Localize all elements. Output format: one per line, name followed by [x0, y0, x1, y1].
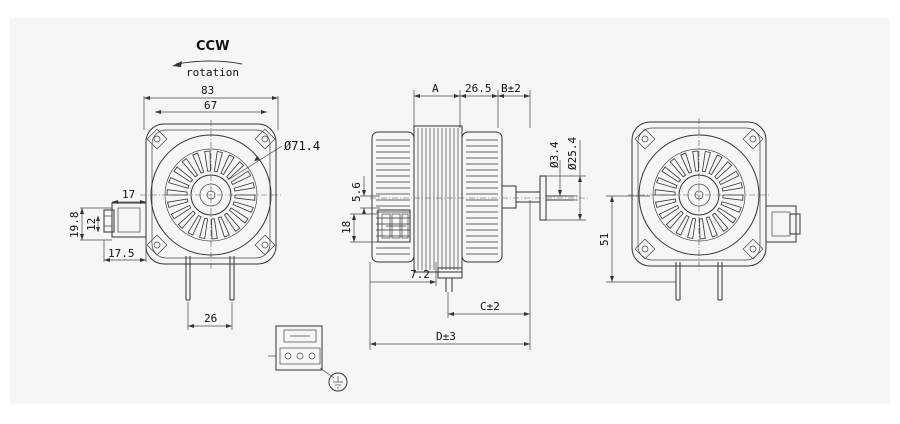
- fin-slot: [226, 161, 245, 180]
- fin-slot: [213, 150, 223, 173]
- side-view: A 26.5 B±2 Ø3.4: [340, 82, 590, 350]
- dim-26-5: 26.5: [465, 82, 492, 95]
- fin-slot: [654, 189, 676, 196]
- rear-mount-holes: [634, 128, 764, 260]
- fin-slot: [166, 189, 188, 196]
- diameter-leader: [227, 145, 283, 181]
- dim-d: D±3: [436, 330, 456, 343]
- front-legs: [185, 256, 235, 301]
- fin-slot: [675, 214, 690, 236]
- front-terminal-block: [103, 202, 147, 238]
- fin-slot: [721, 182, 743, 192]
- dim-7-2: 7.2: [410, 268, 430, 281]
- fin-slot: [665, 210, 684, 229]
- dim-67: 67: [204, 99, 217, 112]
- rear-view: 51: [598, 118, 801, 301]
- fin-slot: [234, 194, 256, 201]
- fin-slot: [680, 152, 693, 174]
- dim-shaft-diameter: Ø3.4: [548, 141, 561, 168]
- fin-slot: [699, 218, 706, 240]
- fin-slot: [661, 166, 682, 183]
- rotation-arrowhead-icon: [172, 61, 182, 67]
- side-rear-fins: [376, 139, 410, 255]
- fin-slot: [656, 177, 678, 189]
- dim-26: 26: [204, 312, 217, 325]
- fin-slot: [192, 152, 205, 174]
- dim-83: 83: [201, 84, 214, 97]
- fin-slot: [692, 150, 699, 172]
- fin-slot: [230, 170, 252, 186]
- fin-slot: [199, 217, 209, 240]
- dim-diameter: Ø71.4: [284, 139, 320, 153]
- fin-slot: [705, 216, 718, 238]
- rotation-label: rotation: [186, 66, 239, 79]
- fin-slot: [720, 201, 742, 213]
- dim-c: C±2: [480, 300, 500, 313]
- fin-slot: [233, 182, 255, 192]
- fin-slot: [223, 212, 241, 233]
- fin-slot: [204, 150, 211, 172]
- side-bearing: [501, 185, 517, 209]
- rear-legs: [675, 262, 723, 301]
- side-front-fins: [466, 139, 498, 255]
- connector-detail: [268, 325, 348, 392]
- fin-slot: [722, 194, 744, 201]
- fin-slot: [708, 154, 723, 176]
- fin-slot: [716, 207, 737, 224]
- side-terminal-block: [377, 209, 411, 243]
- fin-slot: [167, 198, 189, 208]
- dim-hub-diameter: Ø25.4: [566, 137, 579, 170]
- fin-slot: [718, 170, 740, 186]
- fin-slot: [187, 214, 202, 236]
- side-stator-lamination: [417, 128, 459, 270]
- dim-18: 18: [340, 221, 353, 234]
- fin-slot: [217, 216, 230, 238]
- fin-slot: [177, 210, 196, 229]
- fin-slot: [220, 154, 235, 176]
- fin-slot: [181, 157, 199, 178]
- dim-5-6: 5.6: [350, 182, 363, 202]
- fin-slot: [170, 204, 192, 220]
- front-mount-holes: [146, 128, 276, 256]
- fin-slot: [211, 218, 218, 240]
- fin-slot: [711, 212, 729, 233]
- ground-symbol-icon: [328, 372, 348, 392]
- fin-slot: [658, 204, 680, 220]
- dim-17-5: 17.5: [108, 247, 135, 260]
- rotation-direction: CCW: [196, 39, 229, 54]
- side-bottom-terminal: [437, 267, 463, 279]
- dim-a: A: [432, 82, 439, 95]
- dim-19-8: 19.8: [68, 212, 81, 239]
- fin-slot: [669, 157, 687, 178]
- fin-slot: [228, 207, 249, 224]
- dim-51: 51: [598, 233, 611, 246]
- rear-terminal-block: [765, 205, 801, 243]
- rotation-arrow-line: [175, 60, 243, 65]
- side-shaft: [515, 191, 541, 203]
- fin-slot: [232, 201, 254, 213]
- rear-fins: [654, 150, 744, 240]
- dim-b: B±2: [501, 82, 521, 95]
- rotation-indicator: CCW rotation: [172, 39, 243, 79]
- side-front-cap: [461, 131, 503, 263]
- front-view: 83 67: [68, 84, 320, 330]
- dim-17: 17: [122, 188, 135, 201]
- fin-slot: [173, 166, 194, 183]
- fin-slot: [701, 150, 711, 173]
- dim-12: 12: [85, 218, 98, 231]
- fin-slot: [168, 177, 190, 189]
- fin-slot: [714, 161, 733, 180]
- front-fins: [166, 150, 256, 240]
- fin-slot: [655, 198, 677, 208]
- fin-slot: [687, 217, 697, 240]
